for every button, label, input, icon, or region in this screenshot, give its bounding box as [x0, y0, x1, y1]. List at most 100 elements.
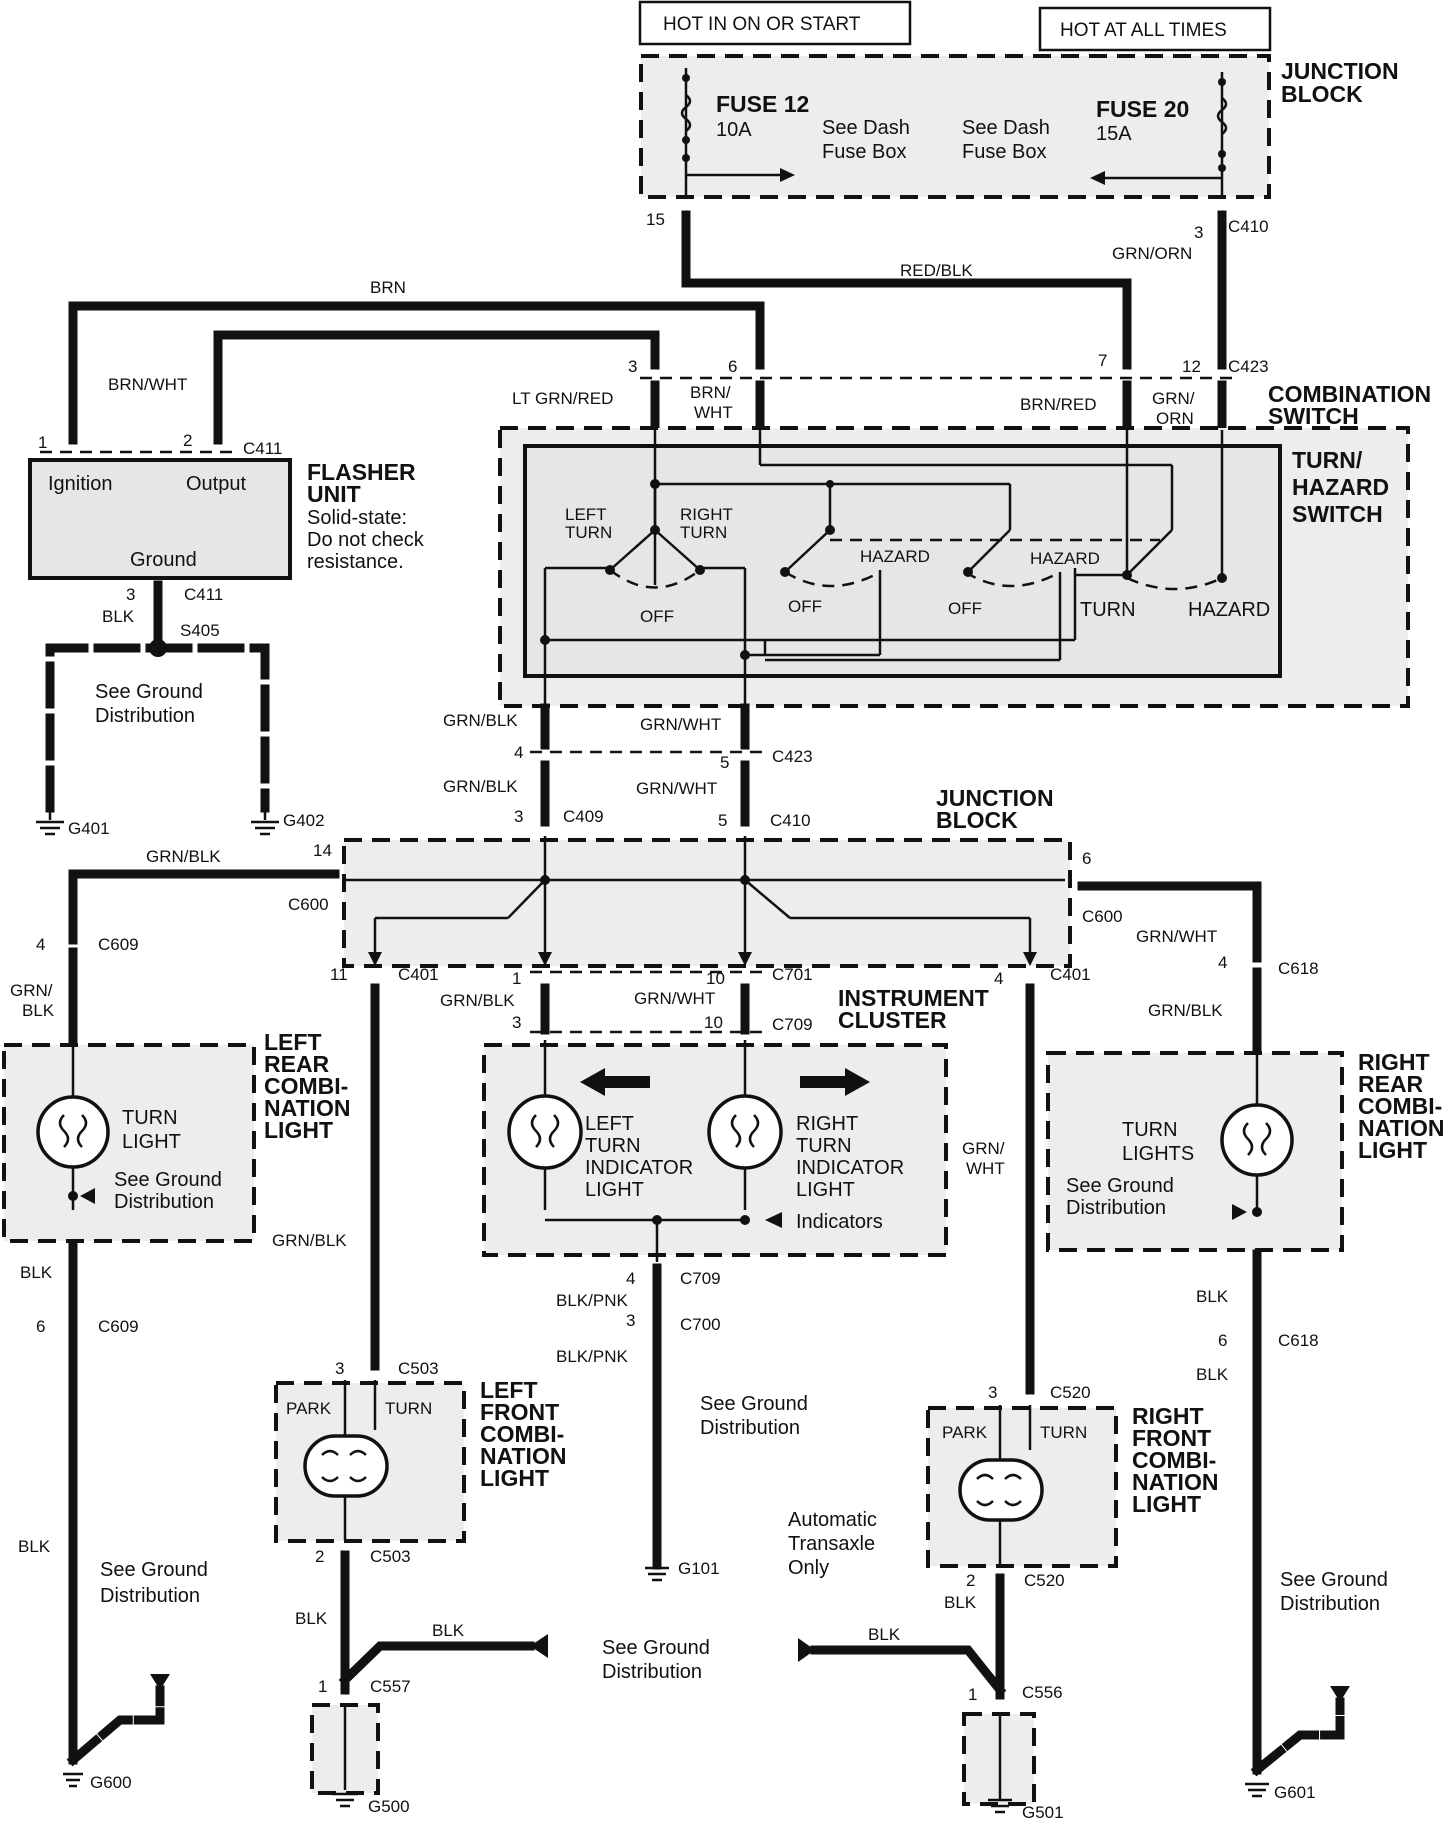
rf-pin-1: 1: [968, 1685, 977, 1704]
wire-grn-orn-sw-2: ORN: [1156, 409, 1194, 428]
flasher-see-ground-2: Distribution: [95, 705, 195, 727]
junction-block-top-outline: [639, 54, 1271, 199]
junction-block-top: JUNCTION BLOCK FUSE 12 10A See Dash Fuse…: [639, 54, 1399, 199]
wire-brn: BRN: [370, 278, 406, 297]
lf-bulb: [303, 1434, 389, 1498]
lr-wire-blk-low: BLK: [18, 1537, 51, 1556]
ground-g402: G402: [283, 811, 325, 830]
auto-transaxle-1: Automatic: [788, 1509, 877, 1531]
rr-turn-2: LIGHTS: [1122, 1143, 1194, 1165]
flasher-ground: Ground: [130, 549, 197, 571]
sw-hazard-a: HAZARD: [860, 547, 930, 566]
lr-turn-1: TURN: [122, 1107, 178, 1129]
fuse12-rating: 10A: [716, 119, 752, 141]
rr-title-4: NATION: [1358, 1115, 1444, 1141]
pin-1-c701: 1: [512, 969, 521, 988]
rf-park: PARK: [942, 1423, 988, 1442]
conn-c701: C701: [772, 965, 813, 984]
lf-wire-blk-a: BLK: [295, 1609, 328, 1628]
rf-title-2: FRONT: [1132, 1425, 1211, 1451]
ic-left-2: TURN: [585, 1135, 641, 1157]
see-dash-left-2: Fuse Box: [822, 141, 906, 163]
wire-brn-wht: BRN/WHT: [108, 375, 187, 394]
instrument-cluster: GRN/BLK GRN/WHT 3 10 C709 INSTRUMENT CLU…: [440, 983, 989, 1582]
center-bottom: See Ground Distribution Automatic Transa…: [602, 1509, 877, 1683]
lf-title-3: COMBI-: [480, 1421, 564, 1447]
rf-title-5: LIGHT: [1132, 1491, 1201, 1517]
rf-wire-grn-1: GRN/: [962, 1139, 1005, 1158]
conn-c411-bot: C411: [184, 585, 223, 604]
lr-title-5: LIGHT: [264, 1117, 333, 1143]
conn-c409: C409: [563, 807, 604, 826]
lr-wire-grn-2: BLK: [22, 1001, 55, 1020]
sw-right-turn-1: RIGHT: [680, 505, 733, 524]
ic-pin-10: 10: [704, 1013, 723, 1032]
splice-s405: S405: [180, 621, 220, 640]
lf-park: PARK: [286, 1399, 332, 1418]
rr-see-ground-low-1: See Ground: [1280, 1569, 1388, 1591]
rr-title-3: COMBI-: [1358, 1093, 1442, 1119]
center-see-ground-2: Distribution: [602, 1661, 702, 1683]
flasher-unit: 1 2 C411 Ignition Output Ground FLASHER …: [28, 431, 425, 838]
rf-bulb: [958, 1458, 1044, 1522]
power-labels: HOT IN ON OR START HOT AT ALL TIMES: [638, 0, 1272, 52]
ic-left-4: LIGHT: [585, 1179, 644, 1201]
fuse20-rating: 15A: [1096, 123, 1132, 145]
flasher-pin-1: 1: [38, 433, 47, 452]
rr-see-ground-low-2: Distribution: [1280, 1593, 1380, 1615]
ic-indicators: Indicators: [796, 1211, 883, 1233]
lf-pin-1: 1: [318, 1677, 327, 1696]
flasher-note-1: Solid-state:: [307, 507, 407, 529]
ground-g501: G501: [1022, 1803, 1064, 1822]
rf-wire-blk-b: BLK: [868, 1625, 901, 1644]
sw-hazard-b: HAZARD: [1030, 549, 1100, 568]
right-front-combination-light: GRN/ WHT 3 C520 PARK TURN RIGHT FRONT CO…: [798, 983, 1218, 1822]
ic-see-ground-1: See Ground: [700, 1393, 808, 1415]
conn-c600-right: C600: [1082, 907, 1123, 926]
top-wiring: 15 RED/BLK 3 C410 GRN/ORN BRN BRN/WHT 3 …: [68, 210, 1269, 445]
hot-all-times-box: [1038, 6, 1272, 52]
lr-wire-blk: BLK: [20, 1263, 53, 1282]
conn-c503-bot: C503: [370, 1547, 411, 1566]
rf-wire-grn-2: WHT: [966, 1159, 1005, 1178]
see-dash-right-1: See Dash: [962, 117, 1050, 139]
left-arrow-icon: [580, 1068, 650, 1096]
ic-left-1: LEFT: [585, 1113, 634, 1135]
rr-see-ground-2: Distribution: [1066, 1197, 1166, 1219]
ic-title-2: CLUSTER: [838, 1007, 947, 1033]
flasher-unit-box: [28, 458, 292, 580]
lr-see-ground-low-2: Distribution: [100, 1585, 200, 1607]
conn-c503-top: C503: [398, 1359, 439, 1378]
combination-switch-title-1: COMBINATION: [1268, 381, 1431, 407]
conn-c709: C709: [772, 1015, 813, 1034]
flasher-note-3: resistance.: [307, 551, 404, 573]
turn-hazard-title-2: HAZARD: [1292, 474, 1389, 500]
wire-grn-blk-a: GRN/BLK: [443, 711, 518, 730]
pin-15: 15: [646, 210, 665, 229]
pin-3-c409: 3: [514, 807, 523, 826]
lr-turn-2: LIGHT: [122, 1131, 181, 1153]
pin-5-c410: 5: [718, 811, 727, 830]
combination-switch-title-2: SWITCH: [1268, 403, 1359, 429]
turn-hazard-title-1: TURN/: [1292, 447, 1363, 473]
lf-pin-2: 2: [315, 1547, 324, 1566]
fuse12-name: FUSE 12: [716, 91, 809, 117]
conn-c600-left: C600: [288, 895, 329, 914]
conn-c709-bot: C709: [680, 1269, 721, 1288]
ic-pin-4: 4: [626, 1269, 635, 1288]
wire-grn-orn: GRN/ORN: [1112, 244, 1192, 263]
ic-wire-blk-pnk-b: BLK/PNK: [556, 1347, 628, 1366]
rf-pin-2: 2: [966, 1571, 975, 1590]
ic-right-2: TURN: [796, 1135, 852, 1157]
wire-lt-grn-red: LT GRN/RED: [512, 389, 613, 408]
fuse20-name: FUSE 20: [1096, 96, 1189, 122]
left-front-combination-light: GRN/BLK 3 C503 PARK TURN LEFT FRONT COMB…: [272, 983, 566, 1816]
wire-brn-red: BRN/RED: [1020, 395, 1097, 414]
flasher-output: Output: [186, 473, 246, 495]
see-dash-right-2: Fuse Box: [962, 141, 1046, 163]
ic-pin-3-c700: 3: [626, 1311, 635, 1330]
wire-flasher-blk: BLK: [102, 607, 135, 626]
lr-title-4: NATION: [264, 1095, 350, 1121]
ic-right-1: RIGHT: [796, 1113, 858, 1135]
